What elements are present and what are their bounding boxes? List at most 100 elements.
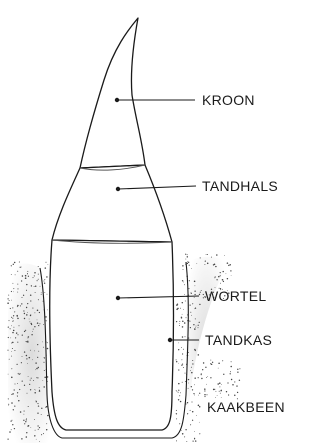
stipple-dot bbox=[37, 344, 38, 345]
stipple-dot bbox=[19, 261, 20, 262]
stipple-dot bbox=[207, 376, 208, 377]
stipple-dot bbox=[195, 327, 196, 328]
stipple-dot bbox=[219, 386, 220, 387]
stipple-dot bbox=[27, 271, 28, 272]
stipple-dot bbox=[188, 288, 189, 289]
stipple-dot bbox=[182, 321, 184, 323]
stipple-dot bbox=[26, 418, 27, 419]
stipple-dot bbox=[180, 401, 182, 403]
stipple-dot bbox=[192, 303, 193, 304]
stipple-dot bbox=[10, 420, 11, 421]
stipple-dot bbox=[17, 332, 18, 333]
stipple-dot bbox=[35, 362, 36, 363]
stipple-dot bbox=[196, 263, 197, 264]
stipple-dot bbox=[180, 308, 181, 309]
stipple-dot bbox=[8, 295, 9, 296]
stipple-dot bbox=[181, 317, 183, 319]
stipple-dot bbox=[37, 413, 38, 414]
stipple-dot bbox=[216, 254, 218, 256]
jaw-bone-left bbox=[8, 264, 56, 443]
stipple-dot bbox=[178, 369, 179, 370]
stipple-dot bbox=[182, 314, 183, 315]
stipple-dot bbox=[13, 264, 14, 265]
stipple-dot bbox=[8, 405, 9, 406]
stipple-dot bbox=[200, 292, 201, 293]
stipple-dot bbox=[27, 393, 28, 394]
stipple-dot bbox=[46, 262, 47, 263]
stipple-dot bbox=[19, 389, 20, 390]
stipple-dot bbox=[12, 332, 13, 333]
stipple-dot bbox=[228, 394, 229, 395]
stipple-dot bbox=[28, 336, 29, 337]
stipple-dot bbox=[205, 367, 206, 368]
label-kaakbeen: KAAKBEEN bbox=[207, 399, 285, 415]
stipple-dot bbox=[177, 304, 178, 305]
stipple-dot bbox=[39, 427, 40, 428]
stipple-dot bbox=[40, 286, 41, 287]
stipple-dot bbox=[13, 291, 14, 292]
stipple-dot bbox=[13, 320, 14, 321]
stipple-dot bbox=[23, 310, 24, 311]
stipple-dot bbox=[221, 384, 222, 385]
stipple-dot bbox=[46, 320, 47, 321]
stipple-dot bbox=[210, 377, 211, 378]
stipple-dot bbox=[31, 285, 32, 286]
stipple-dot bbox=[45, 316, 47, 318]
stipple-dot bbox=[11, 265, 12, 266]
stipple-dot bbox=[48, 264, 49, 265]
stipple-dot bbox=[13, 288, 14, 289]
stipple-dot bbox=[182, 364, 183, 365]
stipple-dot bbox=[219, 391, 220, 392]
stipple-dot bbox=[215, 391, 216, 392]
stipple-dot bbox=[230, 270, 231, 271]
stipple-dot bbox=[30, 323, 31, 324]
stipple-dot bbox=[7, 350, 8, 351]
stipple-dot bbox=[24, 331, 25, 332]
stipple-dot bbox=[27, 363, 28, 364]
stipple-dot bbox=[26, 419, 27, 420]
stipple-dot bbox=[32, 277, 33, 278]
stipple-dot bbox=[20, 411, 22, 413]
stipple-dot bbox=[39, 312, 40, 313]
stipple-dot bbox=[21, 438, 22, 439]
stipple-dot bbox=[223, 271, 224, 272]
stipple-dot bbox=[199, 294, 200, 295]
stipple-dot bbox=[30, 294, 31, 295]
stipple-dot bbox=[200, 257, 201, 258]
stipple-dot bbox=[193, 441, 194, 442]
stipple-dot bbox=[24, 351, 25, 352]
stipple-dot bbox=[190, 410, 191, 411]
stipple-dot bbox=[194, 395, 195, 396]
stipple-dot bbox=[177, 391, 178, 392]
stipple-dot bbox=[201, 373, 202, 374]
stipple-dot bbox=[42, 380, 43, 381]
stipple-dot bbox=[17, 392, 18, 393]
stipple-dot bbox=[221, 397, 222, 398]
stipple-dot bbox=[19, 374, 20, 375]
stipple-dot bbox=[239, 380, 240, 381]
stipple-dot bbox=[28, 276, 29, 277]
stipple-dot bbox=[47, 310, 48, 311]
stipple-dot bbox=[11, 394, 12, 395]
stipple-dot bbox=[17, 271, 18, 272]
stipple-dot bbox=[17, 306, 18, 307]
stipple-dot bbox=[34, 351, 35, 352]
stipple-dot bbox=[30, 427, 31, 428]
stipple-dot bbox=[26, 436, 28, 438]
stipple-dot bbox=[195, 308, 196, 309]
label-tandhals: TANDHALS bbox=[202, 178, 278, 194]
stipple-dot bbox=[20, 305, 21, 306]
stipple-dot bbox=[210, 363, 211, 364]
stipple-dot bbox=[176, 410, 177, 411]
stipple-dot bbox=[32, 359, 33, 360]
stipple-dot bbox=[192, 411, 193, 412]
stipple-dot bbox=[186, 317, 187, 318]
stipple-dot bbox=[203, 362, 204, 363]
stipple-dot bbox=[8, 337, 9, 338]
stipple-dot bbox=[43, 324, 44, 325]
stipple-dot bbox=[35, 285, 36, 286]
stipple-dot bbox=[195, 440, 196, 441]
stipple-dot bbox=[187, 402, 188, 403]
stipple-dot bbox=[176, 359, 177, 360]
stipple-dot bbox=[187, 254, 188, 255]
